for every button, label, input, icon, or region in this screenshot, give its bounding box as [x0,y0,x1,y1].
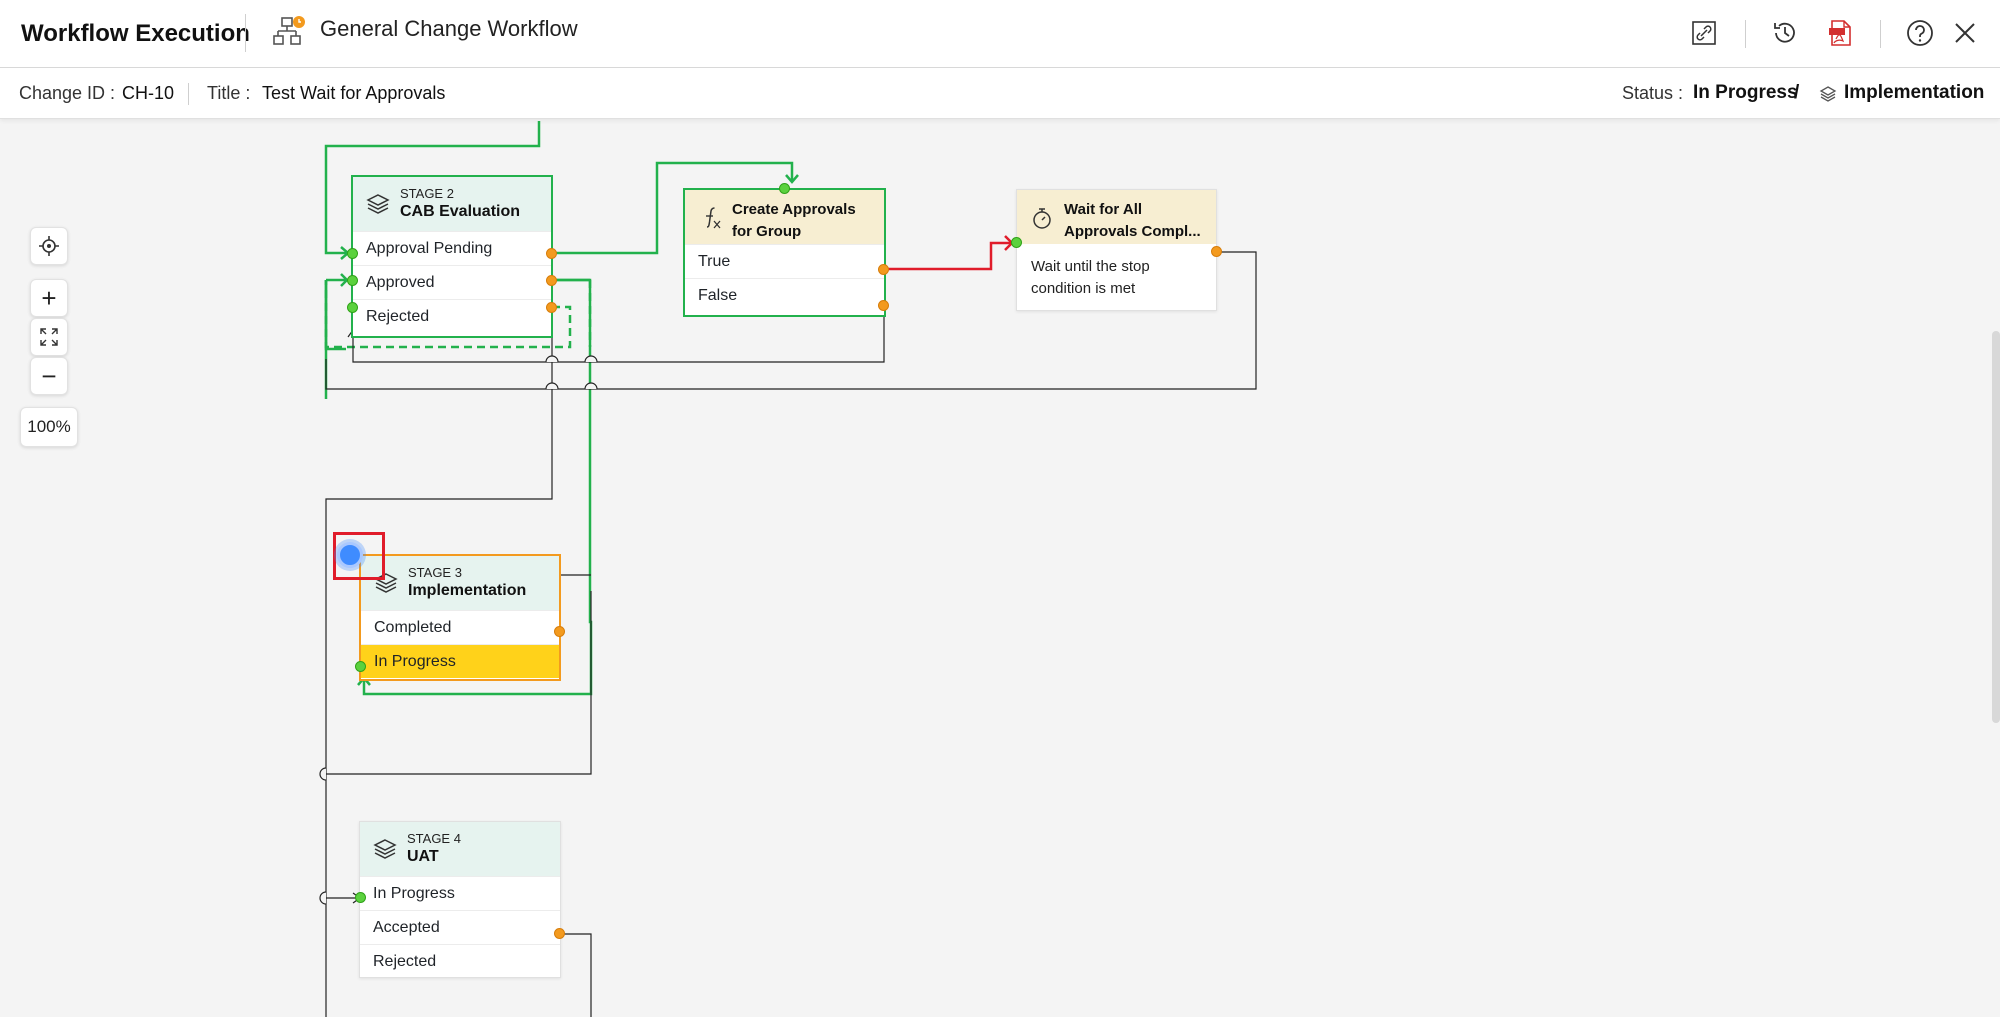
connector-lines [319,121,1257,1017]
create-approvals-name-line2: for Group [732,223,802,240]
output-port[interactable] [878,300,889,311]
output-port[interactable] [554,626,565,637]
status-separator: / [1794,82,1800,103]
timer-icon [1033,208,1051,229]
toolbar-divider [1745,20,1746,48]
edge-false-loop [352,307,885,363]
wait-body-line1: Wait until the stop [1031,258,1150,275]
input-port[interactable] [779,183,790,194]
stage-3-kicker: STAGE 3 [408,565,462,580]
zoom-level: 100% [20,407,78,447]
wait-name-line2: Approvals Compl... [1064,223,1201,240]
recenter-button[interactable] [30,227,68,265]
edge-wait-loop [325,251,1257,390]
stage-2-row-approved[interactable]: Approved [353,265,551,299]
stage-2-header: STAGE 2 CAB Evaluation [353,177,551,231]
current-step-highlight [333,532,385,580]
pdf-icon[interactable] [1826,18,1856,48]
edge-to-create-approvals [552,161,794,255]
target-icon [39,236,59,256]
output-port[interactable] [1211,246,1222,257]
edge-true-to-wait [888,241,1012,271]
close-icon[interactable] [1950,18,1980,48]
info-bar: Change ID : CH-10 Title : Test Wait for … [0,68,2000,119]
vertical-scrollbar[interactable] [1992,331,2000,723]
wait-name-line1: Wait for All [1064,201,1143,218]
status-label: Status : [1622,83,1684,103]
title-value: Test Wait for Approvals [262,83,446,103]
stage-4-row-in-progress[interactable]: In Progress [360,876,560,910]
workflow-title: General Change Workflow [320,16,578,41]
status-value: In Progress [1693,82,1798,103]
create-approvals-name-line1: Create Approvals [732,201,856,218]
stage-3-row-in-progress[interactable]: In Progress [361,644,559,678]
edge-accepted-out [559,933,592,1017]
stage-3-row-completed[interactable]: Completed [361,610,559,644]
input-port[interactable] [1011,237,1022,248]
stage-4-row-accepted[interactable]: Accepted [360,910,560,944]
edge-rejected-dashed [324,280,572,349]
output-port[interactable] [546,302,557,313]
stage-2-card[interactable]: STAGE 2 CAB Evaluation Approval Pending … [351,175,553,338]
link-icon[interactable] [1689,18,1719,48]
zoom-in-button[interactable]: + [30,279,68,317]
input-port[interactable] [347,302,358,313]
stage-3-header: STAGE 3 Implementation [361,556,559,610]
stage-2-row-rejected[interactable]: Rejected [353,299,551,333]
function-icon [706,207,721,229]
output-port[interactable] [546,275,557,286]
zoom-out-button[interactable]: − [30,357,68,395]
stage-4-header: STAGE 4 UAT [360,822,560,876]
history-icon[interactable] [1770,18,1800,48]
top-bar: Workflow Execution General Change Workfl… [0,0,2000,68]
edge-stage-loop [325,307,592,775]
wait-body-line2: condition is met [1031,280,1136,297]
expand-icon [40,328,58,346]
input-port[interactable] [347,248,358,259]
create-approvals-row-true[interactable]: True [685,244,884,278]
info-divider [188,83,189,105]
input-port[interactable] [355,661,366,672]
create-approvals-header: Create Approvals for Group [685,190,884,244]
change-id-label: Change ID : [19,83,116,103]
workflow-canvas[interactable]: + − 100% STAGE 2 CAB Evaluation Approval… [0,119,2000,1017]
stage-4-row-rejected[interactable]: Rejected [360,944,560,978]
create-approvals-name: Create Approvals for Group [732,199,856,243]
fit-screen-button[interactable] [30,318,68,356]
stage-2-kicker: STAGE 2 [400,186,454,201]
help-icon[interactable] [1905,18,1935,48]
layers-icon [366,194,390,214]
edge-into-approval-pending [324,121,541,255]
stage-4-card[interactable]: STAGE 4 UAT In Progress Accepted Rejecte… [359,821,561,978]
workflow-icon [273,16,305,45]
header-divider [245,14,246,52]
input-port[interactable] [355,892,366,903]
stage-icon [1819,86,1837,102]
current-stage-value: Implementation [1844,82,1985,103]
stage-2-row-approval-pending[interactable]: Approval Pending [353,231,551,265]
wait-condition-text: Wait until the stop condition is met [1017,244,1216,312]
edge-into-uat [325,774,358,899]
current-step-marker[interactable] [337,542,363,568]
output-port[interactable] [878,264,889,275]
stage-2-name: CAB Evaluation [400,203,521,220]
create-approvals-row-false[interactable]: False [685,278,884,312]
toolbar-divider [1880,20,1881,48]
stage-4-name: UAT [407,848,439,865]
stage-3-card[interactable]: STAGE 3 Implementation Completed In Prog… [359,554,561,681]
app-title: Workflow Execution [21,20,250,47]
change-id-value: CH-10 [122,83,175,103]
input-port[interactable] [347,275,358,286]
stage-3-name: Implementation [408,582,527,599]
title-label: Title : [207,83,251,103]
output-port[interactable] [546,248,557,259]
create-approvals-card[interactable]: Create Approvals for Group True False [683,188,886,317]
stage-4-kicker: STAGE 4 [407,831,461,846]
output-port[interactable] [554,928,565,939]
layers-icon [373,839,397,859]
